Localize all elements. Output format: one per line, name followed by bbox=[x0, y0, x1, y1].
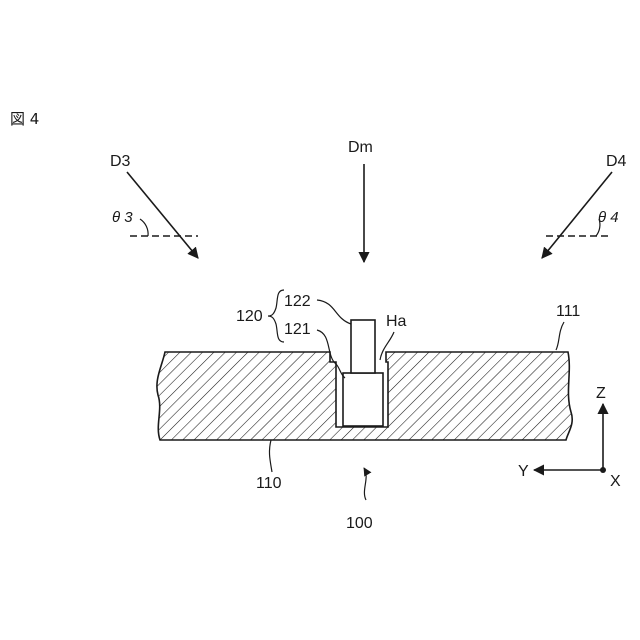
label-121: 121 bbox=[284, 321, 311, 338]
label-122: 122 bbox=[284, 293, 311, 310]
leader-122 bbox=[317, 300, 351, 324]
direction-dm-label: Dm bbox=[348, 139, 373, 156]
figure-title: 図 4 bbox=[10, 110, 39, 128]
direction-d3: D3 θ 3 bbox=[110, 153, 198, 258]
brace-120 bbox=[268, 290, 284, 342]
direction-d3-arrow bbox=[127, 172, 198, 258]
direction-d3-label: D3 bbox=[110, 153, 131, 170]
x-axis-label: X bbox=[610, 473, 621, 490]
y-axis-label: Y bbox=[518, 463, 529, 480]
leader-111 bbox=[556, 322, 564, 350]
label-100: 100 bbox=[346, 515, 373, 532]
direction-d3-angle-label: θ 3 bbox=[112, 209, 133, 226]
direction-dm: Dm bbox=[348, 139, 373, 262]
direction-d4-angle-label: θ 4 bbox=[598, 209, 619, 226]
label-ha: Ha bbox=[386, 313, 407, 330]
direction-d4: D4 θ 4 bbox=[542, 153, 627, 258]
part-122-body bbox=[351, 320, 375, 373]
label-110: 110 bbox=[256, 475, 282, 492]
direction-d4-label: D4 bbox=[606, 153, 627, 170]
leader-100-arrow bbox=[364, 468, 366, 500]
label-120: 120 bbox=[236, 308, 263, 325]
label-111: 111 bbox=[556, 303, 580, 320]
leader-110 bbox=[269, 440, 272, 472]
x-axis-dot bbox=[600, 467, 606, 473]
direction-d3-angle-arc bbox=[140, 219, 148, 236]
z-axis-label: Z bbox=[596, 385, 606, 402]
part-121-body bbox=[343, 373, 383, 426]
